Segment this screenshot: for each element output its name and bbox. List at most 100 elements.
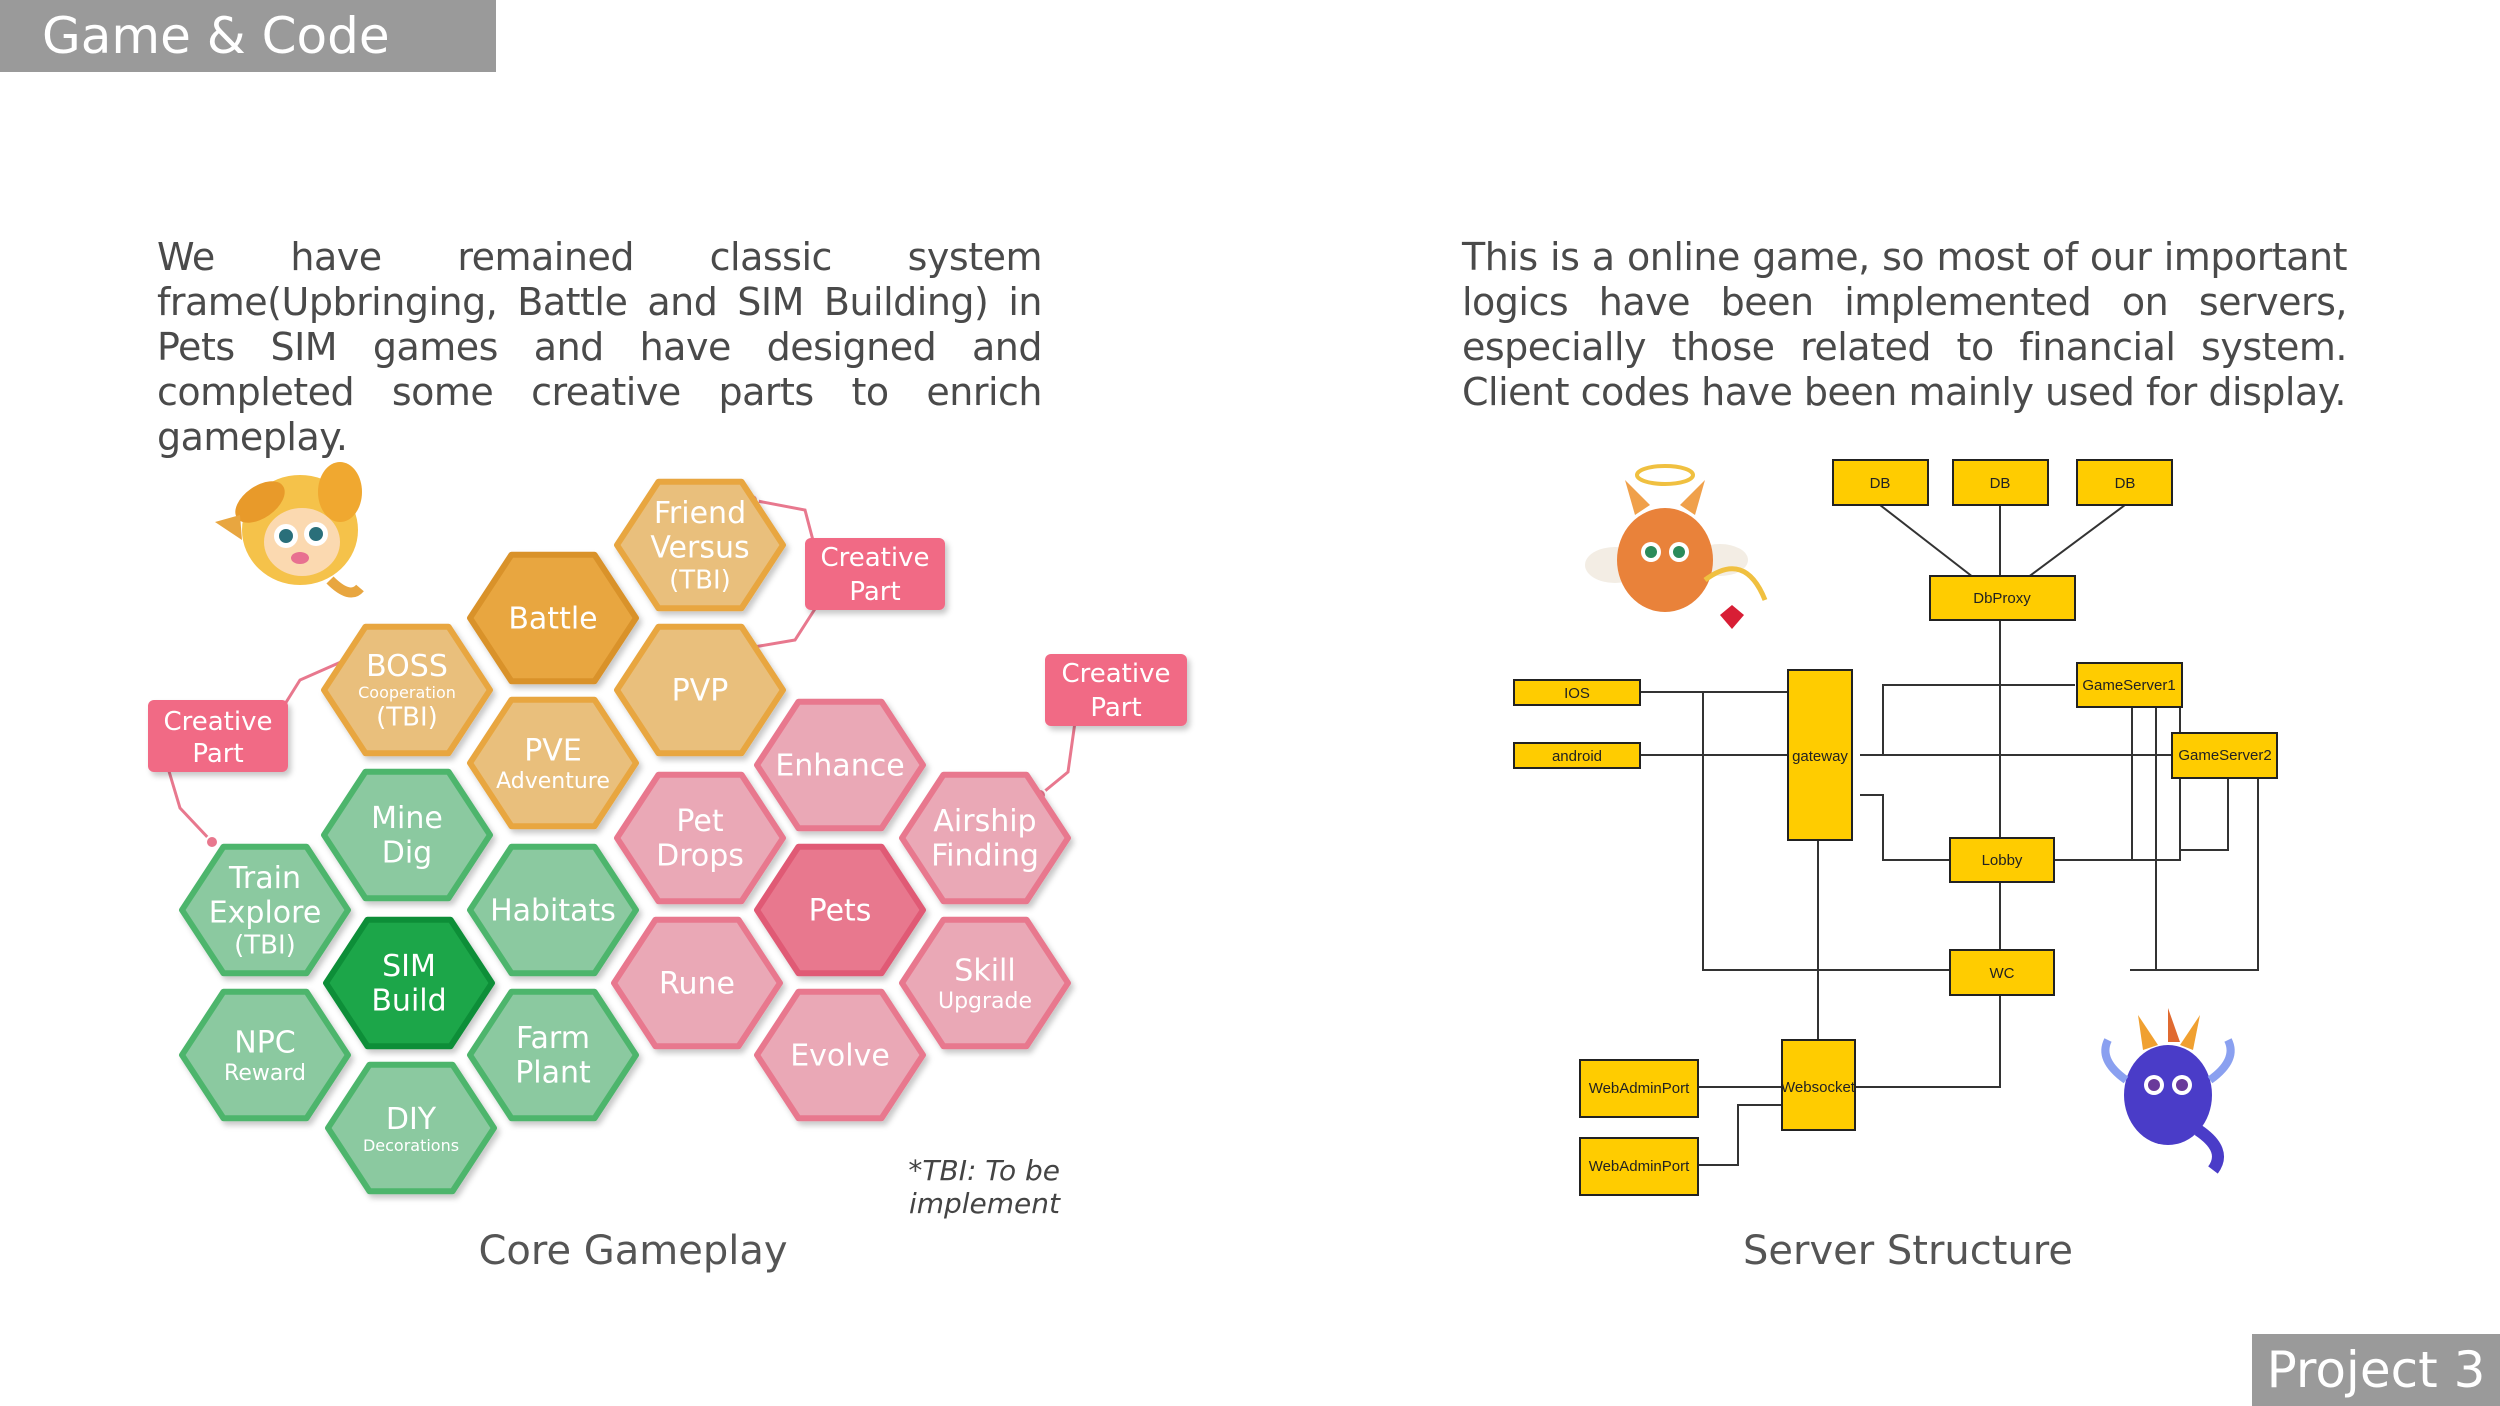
core-gameplay-caption: Core Gameplay <box>478 1228 788 1274</box>
websocket-node <box>1781 1039 1856 1131</box>
callout-right-line2: Part <box>1090 693 1141 723</box>
db-label-3: DB <box>2115 475 2136 492</box>
hex-sim-label-2: Build <box>371 984 446 1019</box>
hex-pve-label-1: PVE <box>524 734 582 769</box>
hex-pve-label-2: Adventure <box>496 769 610 794</box>
lobby-label: Lobby <box>1982 852 2023 869</box>
hex-pvp-shape <box>614 623 786 757</box>
hex-skill-label-2: Upgrade <box>938 989 1032 1014</box>
hex-battle-label-1: Battle <box>508 601 597 636</box>
server-structure-caption: Server Structure <box>1743 1228 2073 1274</box>
hex-skill-label-1: Skill <box>954 954 1015 989</box>
hex-battle: Battle <box>467 551 639 685</box>
hex-train-label-2: Explore <box>209 896 322 931</box>
hex-diy-label-1: DIY <box>386 1102 437 1137</box>
hex-rune-label-1: Rune <box>659 966 735 1001</box>
hex-train-label-3: (TBI) <box>234 931 296 961</box>
hex-habitats-label-1: Habitats <box>490 893 616 928</box>
hex-diy-shape <box>325 1061 497 1195</box>
gameserver1-label: GameServer1 <box>2082 677 2175 694</box>
lobby-node <box>1949 837 2055 883</box>
hex-train-shape <box>179 843 351 977</box>
hex-sim-shape <box>323 916 495 1050</box>
db-node-3 <box>2076 459 2173 506</box>
hex-sim-label-1: SIM <box>382 949 436 984</box>
gateway-node <box>1787 669 1853 841</box>
android-label: android <box>1552 748 1602 765</box>
hex-npc-label-1: NPC <box>234 1026 295 1061</box>
hex-airship-shape <box>899 771 1071 905</box>
websocket-label: Websocket <box>1781 1079 1856 1096</box>
core-gameplay-diagram: FriendVersus(TBI)BattleBOSSCooperation(T… <box>148 462 1187 1195</box>
hex-petdrops-shape <box>614 771 786 905</box>
ios-label: IOS <box>1564 685 1590 702</box>
hex-habitats-shape <box>467 843 639 977</box>
server-connections <box>1640 504 2259 1166</box>
hex-mine-label-2: Dig <box>382 836 432 871</box>
hex-habitats: Habitats <box>467 843 639 977</box>
server-labels: DB DB DB DbProxy IOS android gateway Gam… <box>1552 475 2272 1175</box>
hex-friend-label-1: Friend <box>654 496 746 531</box>
server-description: This is a online game, so most of our im… <box>1462 235 2348 414</box>
gameserver1-node <box>2076 662 2183 708</box>
hex-airship-label-2: Finding <box>931 839 1039 874</box>
db-node-1 <box>1832 459 1929 506</box>
cupid-mascot-illustration <box>1585 464 1768 629</box>
gateway-label: gateway <box>1792 748 1848 765</box>
hex-pets: Pets <box>754 843 926 977</box>
ios-node <box>1513 679 1641 706</box>
hex-train-label-1: Train <box>228 861 301 896</box>
hex-farm-shape <box>467 988 639 1122</box>
project-label: Project 3 <box>2252 1334 2500 1406</box>
tbi-note: *TBI: To be implement <box>908 1154 1060 1220</box>
android-node <box>1513 742 1641 769</box>
hex-pvp: PVP <box>614 623 786 757</box>
creative-part-callout-left: Creative Part <box>148 700 288 772</box>
hex-farm-label-1: Farm <box>516 1021 590 1056</box>
hex-evolve: Evolve <box>754 988 926 1122</box>
creative-part-callout-middle: Creative Part <box>805 538 945 610</box>
hex-pets-label-1: Pets <box>809 893 872 928</box>
hex-npc-label-2: Reward <box>224 1061 306 1086</box>
hex-skill-shape <box>899 916 1071 1050</box>
pet-mascot-left-illustration <box>215 462 364 598</box>
dbproxy-label: DbProxy <box>1973 590 2031 607</box>
dragon-mascot-illustration <box>2101 1008 2235 1174</box>
webadminport-label-1: WebAdminPort <box>1589 1080 1690 1097</box>
gameplay-description: We have remained classic system frame(Up… <box>157 235 1043 459</box>
hex-rune: Rune <box>611 916 783 1050</box>
hex-enhance: Enhance <box>754 698 926 832</box>
hex-pets-shape <box>754 843 926 977</box>
creative-part-callout-right: Creative Part <box>1045 654 1187 726</box>
gameserver2-label: GameServer2 <box>2178 747 2271 764</box>
hex-pvp-label-1: PVP <box>672 673 729 708</box>
hex-pve-shape <box>467 696 639 830</box>
wc-node <box>1949 949 2055 996</box>
hex-friend-shape <box>614 478 786 612</box>
hex-layer: FriendVersus(TBI)BattleBOSSCooperation(T… <box>179 478 1071 1195</box>
wc-label: WC <box>1990 965 2015 982</box>
hex-friend-label-3: (TBI) <box>669 566 731 596</box>
db-node-2 <box>1952 459 2049 506</box>
hex-diy-label-2: Decorations <box>363 1136 459 1155</box>
hex-boss-label-3: (TBI) <box>376 702 438 732</box>
hex-evolve-label-1: Evolve <box>790 1038 890 1073</box>
callout-middle-line1: Creative <box>820 543 929 573</box>
webadminport-node-1 <box>1579 1059 1699 1118</box>
section-title: Game & Code Design <box>0 0 496 137</box>
hex-npc-shape <box>179 988 351 1122</box>
hex-boss-shape <box>321 623 493 757</box>
hex-boss-label-2: Cooperation <box>358 683 456 702</box>
hex-enhance-label-1: Enhance <box>775 748 904 783</box>
webadminport-label-2: WebAdminPort <box>1589 1158 1690 1175</box>
dbproxy-node <box>1929 575 2076 621</box>
